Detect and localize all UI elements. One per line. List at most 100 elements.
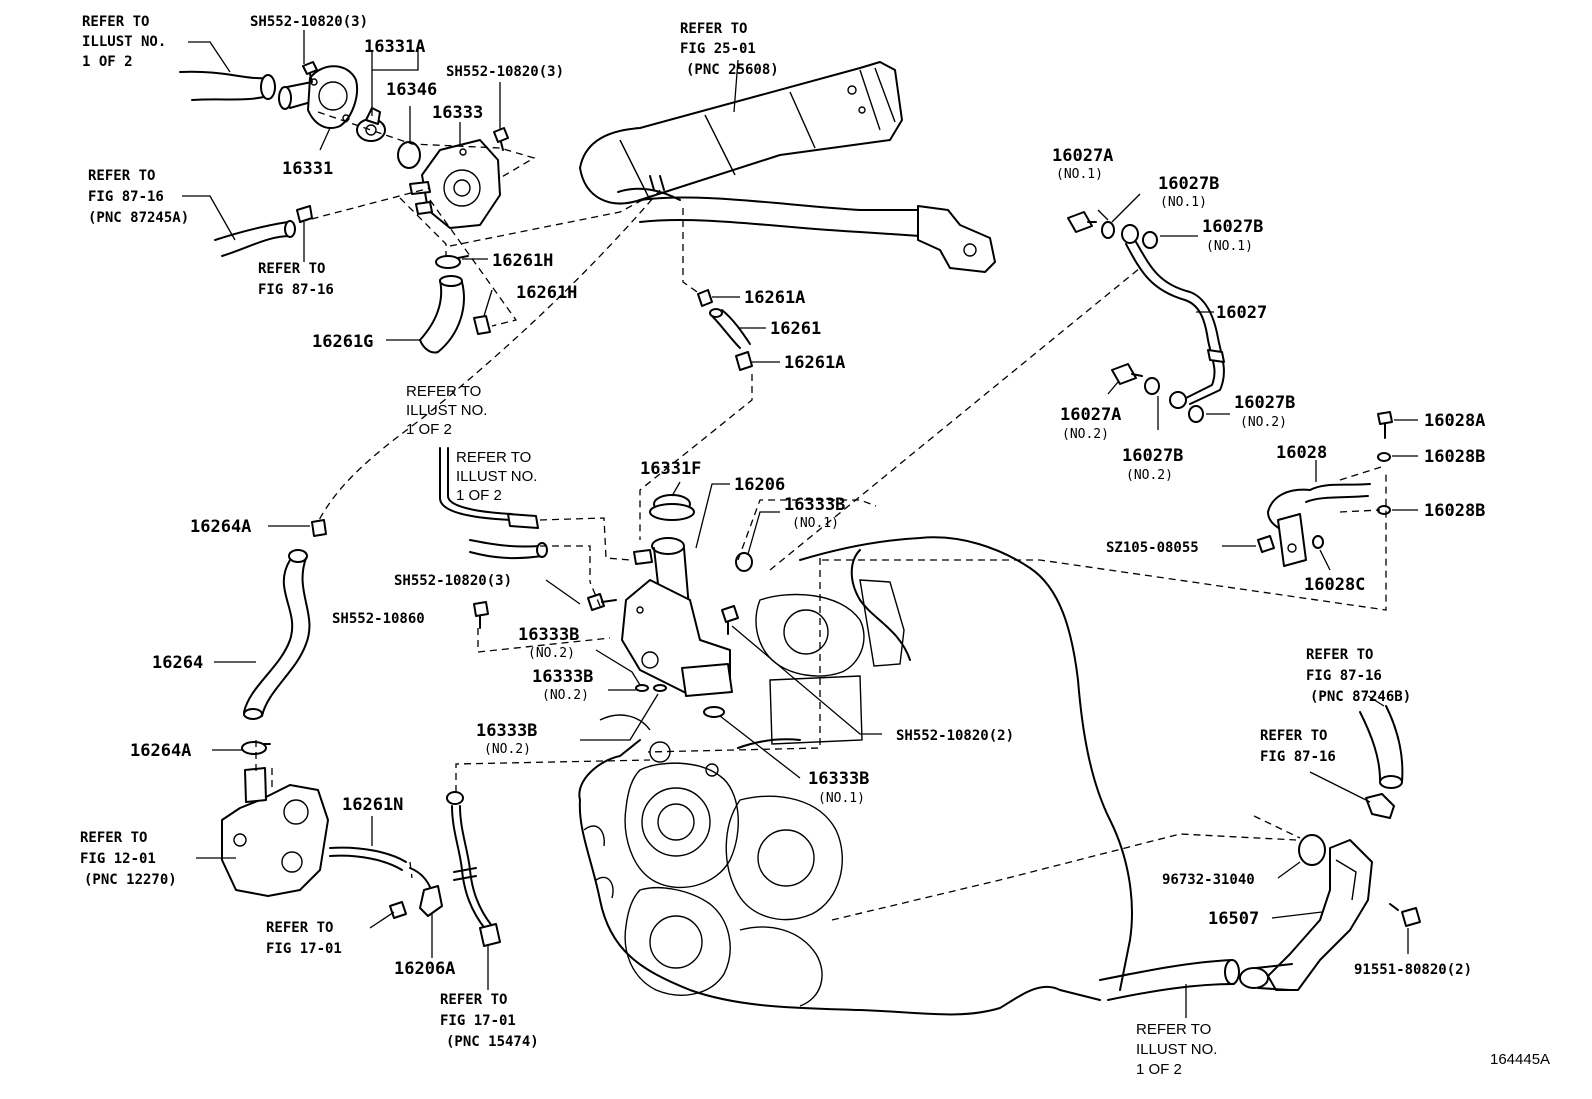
hoses-mid-illust [439, 447, 548, 560]
gasket-16333B-2a [635, 684, 649, 692]
gasket-16333B-1a [735, 552, 753, 572]
gasket-16333B-1b [703, 706, 725, 718]
label-16261H-a: 16261H [492, 251, 553, 271]
union-bolt-16028A [1377, 411, 1393, 439]
label-16333B-2a: 16333B [518, 625, 579, 645]
label-sh552-10820-3-c: SH552-10820(3) [394, 573, 512, 589]
bolt-sh552-mid-2 [721, 605, 739, 635]
label-16331F: 16331F [640, 459, 701, 479]
label-16333B-2c-sub: (NO.2) [484, 742, 531, 757]
label-16333B-1b: 16333B [808, 769, 869, 789]
o-ring-16028C [1312, 535, 1324, 549]
ref-fig87-16-d-l2: FIG 87-16 [1260, 749, 1336, 765]
ref-illust-mid-b-l1: REFER TO [456, 449, 531, 466]
ref-fig25-01-l1: REFER TO [680, 21, 747, 37]
label-sh552-10820-3-b: SH552-10820(3) [446, 64, 564, 80]
ref-illust-mid-a-l1: REFER TO [406, 383, 481, 400]
thermostat-housing-16331 [278, 65, 358, 129]
ref-fig87-16-c-l2: FIG 87-16 [1306, 668, 1382, 684]
ref-fig12-01-l1: REFER TO [80, 830, 147, 846]
ref-fig25-01-l3: (PNC 25608) [686, 62, 779, 78]
label-16027B-2b-sub: (NO.2) [1240, 415, 1287, 430]
hose-16261 [709, 308, 751, 349]
ref-fig17-01-a-l1: REFER TO [266, 920, 333, 936]
bolt-fig17-01 [389, 901, 407, 919]
label-16333B-2b: 16333B [532, 667, 593, 687]
clamp-fig87-16-right [1365, 793, 1395, 819]
ref-fig17-01-b-l1: REFER TO [440, 992, 507, 1008]
gasket-16027B-2b [1188, 405, 1204, 423]
label-16264A-a: 16264A [190, 517, 251, 537]
label-16206: 16206 [734, 475, 785, 495]
label-16333B-2b-sub: (NO.2) [542, 688, 589, 703]
label-16507: 16507 [1208, 909, 1259, 929]
labels: REFER TO ILLUST NO. 1 OF 2 SH552-10820(3… [80, 14, 1550, 1078]
label-16027A-2-sub: (NO.2) [1062, 427, 1109, 442]
ref-illust-mid-b-l2: ILLUST NO. [456, 468, 537, 485]
ref-fig87-16-a-l3: (PNC 87245A) [88, 210, 189, 226]
label-16027A-2: 16027A [1060, 405, 1121, 425]
label-16027B-2a: 16027B [1122, 446, 1183, 466]
label-16261G: 16261G [312, 332, 373, 352]
label-sh552-10820-2: SH552-10820(2) [896, 728, 1014, 744]
dashed-guides [255, 111, 1387, 921]
label-16028C: 16028C [1304, 575, 1365, 595]
label-16333B-1a-sub: (NO.1) [792, 516, 839, 531]
hose-fig87-16-left [214, 220, 296, 257]
ref-fig25-01-l2: FIG 25-01 [680, 41, 756, 57]
label-16261N: 16261N [342, 795, 403, 815]
bolt-sh552-top-a [302, 61, 318, 83]
label-16028B-b: 16028B [1424, 501, 1485, 521]
ref-top-left-l3: 1 OF 2 [82, 54, 133, 70]
label-16027B-1a: 16027B [1158, 174, 1219, 194]
gasket-16346 [397, 141, 421, 169]
label-16028B-a: 16028B [1424, 447, 1485, 467]
ref-illust-bottom-l1: REFER TO [1136, 1021, 1211, 1038]
ref-fig87-16-a-l2: FIG 87-16 [88, 189, 164, 205]
clamp-16206A [419, 885, 443, 917]
ref-fig12-01-l3: (PNC 12270) [84, 872, 177, 888]
clamp-16261A-upper [697, 289, 713, 307]
label-sz105-08055: SZ105-08055 [1106, 540, 1199, 556]
ref-illust-mid-b-l3: 1 OF 2 [456, 487, 502, 504]
label-sh552-10820-3-a: SH552-10820(3) [250, 14, 368, 30]
gasket-16027B-1a [1101, 221, 1115, 239]
leader-lines [182, 30, 1418, 1018]
bolt-sh552-top-b [493, 127, 509, 151]
label-16028A: 16028A [1424, 411, 1485, 431]
label-16333B-1b-sub: (NO.1) [818, 791, 865, 806]
label-16206A: 16206A [394, 959, 455, 979]
gasket-16027B-2a [1144, 377, 1160, 395]
clamp-16264A-lower [241, 741, 271, 755]
ref-fig17-01-b-l3: (PNC 15474) [446, 1034, 539, 1050]
bolt-sz105-08055 [1257, 535, 1275, 553]
gasket-16028B-a [1377, 452, 1391, 462]
clamp-16261A-lower [735, 351, 753, 371]
clamp-16261H-upper [435, 255, 469, 269]
cap-16331F [649, 494, 695, 521]
bolt-sh552-mid-c [587, 593, 617, 611]
label-16027B-1b-sub: (NO.1) [1206, 239, 1253, 254]
label-16027: 16027 [1216, 303, 1267, 323]
bolt-91551-80820 [1389, 903, 1421, 927]
ref-fig87-16-d-l1: REFER TO [1260, 728, 1327, 744]
label-16027B-1b: 16027B [1202, 217, 1263, 237]
water-pump-fig12-01 [221, 767, 329, 897]
ref-illust-mid-a-l3: 1 OF 2 [406, 421, 452, 438]
label-96732-31040: 96732-31040 [1162, 872, 1255, 888]
label-16261: 16261 [770, 319, 821, 339]
water-outlet-16206 [621, 537, 733, 697]
label-16027A-1-sub: (NO.1) [1056, 167, 1103, 182]
thermostat-case-16333 [409, 139, 501, 229]
ref-fig87-16-c-l1: REFER TO [1306, 647, 1373, 663]
pipe-fig17-01 [446, 791, 501, 947]
hose-16264 [243, 549, 311, 720]
label-16346: 16346 [386, 80, 437, 100]
hose-fig87-16-right [1359, 705, 1404, 789]
label-16264A-b: 16264A [130, 741, 191, 761]
label-16331A: 16331A [364, 37, 425, 57]
label-16027B-2a-sub: (NO.2) [1126, 468, 1173, 483]
egr-cooler-fig25-01 [579, 61, 996, 273]
clamp-16261H-lower [473, 315, 491, 335]
